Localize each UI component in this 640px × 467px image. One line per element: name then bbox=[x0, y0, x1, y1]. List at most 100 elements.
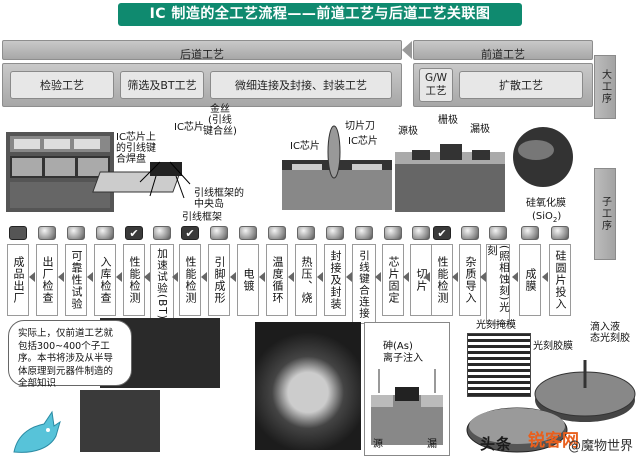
tag-sub-process: 子工序 bbox=[594, 168, 616, 260]
frontend-band-label: 前道工艺 bbox=[481, 48, 525, 61]
step-16: ✔ 性能检测 bbox=[430, 226, 454, 316]
backend-band: 后道工艺 bbox=[2, 40, 402, 61]
flow-arrow-icon bbox=[424, 272, 430, 282]
caption-photoresist: 光刻胶膜 bbox=[533, 341, 573, 352]
step-5: ✔ 性能检测 bbox=[122, 226, 146, 316]
flow-arrow-icon bbox=[29, 272, 35, 282]
flow-arrow-icon bbox=[87, 272, 93, 282]
step-label: (照相蚀刻)光刻 bbox=[486, 244, 510, 324]
wafer-disc-illustration bbox=[513, 127, 573, 187]
tag-major-process: 大工序 bbox=[594, 55, 616, 119]
step-label: 性能检测 bbox=[179, 244, 201, 316]
flow-arrow-icon bbox=[512, 272, 518, 282]
callout-note: 实际上，仅前道工艺就包括300~400个子工序。本书将涉及从半导体原理到元器件制… bbox=[8, 320, 132, 389]
sphere-icon bbox=[489, 226, 507, 240]
page-title: IC 制造的全工艺流程——前道工艺与后道工艺关联图 bbox=[118, 3, 522, 26]
sphere-icon bbox=[210, 226, 228, 240]
ion-implant-panel: 砷(As) 离子注入 源 漏 bbox=[364, 322, 450, 456]
caption-ic-chip-a: IC芯片 bbox=[174, 122, 204, 133]
checkbox-icon: ✔ bbox=[181, 226, 199, 240]
caption-ic-chip-pad: IC芯片上 的引线键 合焊盘 bbox=[116, 132, 156, 165]
flow-arrow-icon bbox=[480, 272, 486, 282]
dicing-illustration bbox=[282, 125, 392, 210]
flow-arrow-icon bbox=[452, 272, 458, 282]
step-label: 成品出厂 bbox=[7, 244, 29, 316]
step-15: 切片 bbox=[409, 226, 433, 316]
step-label: 性能检测 bbox=[431, 244, 453, 316]
step-label: 引脚成形 bbox=[208, 244, 230, 316]
flow-arrow-icon bbox=[259, 272, 265, 282]
step-label: 加速试验(BT) bbox=[150, 244, 174, 324]
flow-arrow-icon bbox=[58, 272, 64, 282]
caption-gold-wire: 金丝 (引线 键合丝) bbox=[203, 104, 237, 137]
backend-band-label: 后道工艺 bbox=[180, 48, 224, 61]
step-label: 成膜 bbox=[519, 244, 541, 316]
step-label: 出厂检查 bbox=[36, 244, 58, 316]
sphere-icon bbox=[355, 226, 373, 240]
caption-gate: 栅极 bbox=[438, 115, 458, 126]
mask-grid-icon bbox=[467, 333, 531, 397]
sphere-icon bbox=[551, 226, 569, 240]
process-micro-bonding: 微细连接及封接、封装工艺 bbox=[210, 71, 392, 99]
caption-arsenic: 砷(As) bbox=[383, 341, 413, 352]
caption-dicing-blade: 切片刀 bbox=[345, 121, 375, 132]
process-diffusion: 扩散工艺 bbox=[459, 71, 583, 99]
flow-arrow-icon bbox=[116, 272, 122, 282]
flow-arrow-icon bbox=[542, 272, 548, 282]
book-icon bbox=[9, 226, 27, 240]
watermark-site: 锐客网 bbox=[528, 431, 579, 451]
caption-ion-implant: 离子注入 bbox=[383, 353, 423, 364]
frontend-band: 前道工艺 bbox=[413, 40, 593, 61]
step-label: 可靠性试验 bbox=[65, 244, 87, 316]
step-7: ✔ 性能检测 bbox=[178, 226, 202, 316]
checkbox-icon: ✔ bbox=[433, 226, 451, 240]
illustrations bbox=[6, 125, 573, 212]
step-20: 硅圆片投入 bbox=[548, 226, 572, 316]
mosfet-illustration bbox=[395, 144, 505, 212]
step-11: 热压、烧 bbox=[294, 226, 318, 316]
flow-arrow-icon bbox=[201, 272, 207, 282]
step-label: 封接及封装 bbox=[324, 244, 346, 316]
flow-arrow-icon bbox=[317, 272, 323, 282]
caption-ic-chip-c: IC芯片 bbox=[348, 136, 378, 147]
exposed-wafer-illustration bbox=[466, 407, 568, 453]
leadframe-illustration bbox=[92, 161, 191, 199]
caption-drain: 漏极 bbox=[470, 124, 490, 135]
step-4: 入库检查 bbox=[93, 226, 117, 316]
flow-arrow-icon bbox=[172, 272, 178, 282]
step-6: 加速试验(BT) bbox=[150, 226, 174, 324]
sphere-icon bbox=[384, 226, 402, 240]
flow-arrow-icon bbox=[288, 272, 294, 282]
photoresist-wafer-illustration bbox=[534, 360, 636, 422]
step-label: 电镀 bbox=[237, 244, 259, 316]
flow-arrow-icon bbox=[144, 272, 150, 282]
step-12: 封接及封装 bbox=[323, 226, 347, 316]
process-gw-label: G/W 工艺 bbox=[424, 72, 448, 97]
sphere-icon bbox=[521, 226, 539, 240]
step-label: 杂质导入 bbox=[459, 244, 481, 316]
step-9: 电镀 bbox=[236, 226, 260, 316]
photo-bonding-machine bbox=[80, 390, 160, 452]
checkbox-icon: ✔ bbox=[125, 226, 143, 240]
step-label: 性能检测 bbox=[123, 244, 145, 316]
step-14: 芯片固定 bbox=[381, 226, 405, 316]
caption-ic-chip-b: IC芯片 bbox=[290, 141, 320, 152]
caption-drain-2: 漏 bbox=[427, 439, 437, 450]
sphere-icon bbox=[461, 226, 479, 240]
watermark-suffix: @魔物世界 bbox=[568, 439, 634, 454]
backend-band-arrow bbox=[402, 41, 412, 59]
caption-source-2: 源 bbox=[373, 439, 383, 450]
step-3: 可靠性试验 bbox=[64, 226, 88, 316]
caption-oxide-formula: (SiO2) bbox=[532, 211, 562, 224]
caption-oxide: 硅氧化膜 bbox=[526, 198, 566, 209]
process-screening-bt: 筛选及BT工艺 bbox=[120, 71, 204, 99]
sphere-icon bbox=[412, 226, 430, 240]
mascot-fox-icon bbox=[13, 410, 61, 453]
step-label: 入库检查 bbox=[94, 244, 116, 316]
step-label: 热压、烧 bbox=[295, 244, 317, 316]
step-19: 成膜 bbox=[518, 226, 542, 316]
caption-source: 源极 bbox=[398, 126, 418, 137]
test-equipment-illustration bbox=[6, 132, 114, 212]
sphere-icon bbox=[239, 226, 257, 240]
watermark-prefix: 头条 bbox=[480, 435, 513, 453]
